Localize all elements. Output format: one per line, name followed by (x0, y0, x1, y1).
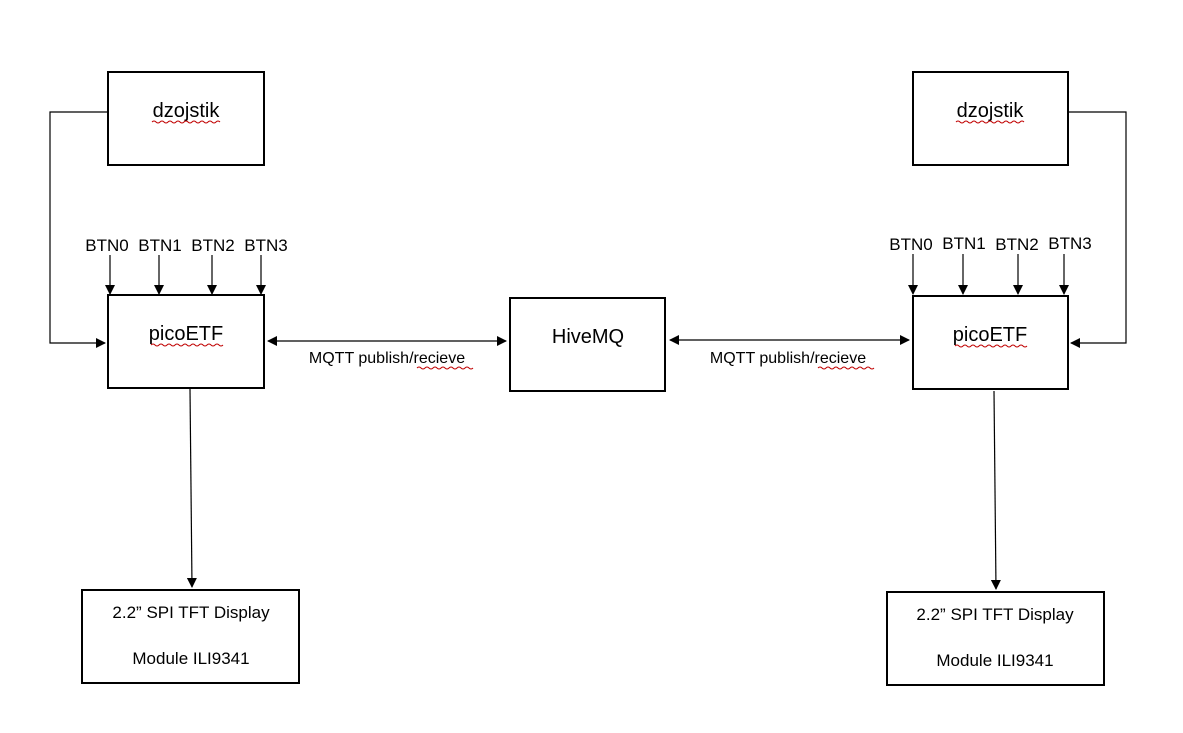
left-btn1-label: BTN1 (138, 236, 181, 255)
left-display-connector (186, 388, 197, 588)
right-btn3-label: BTN3 (1048, 234, 1091, 253)
left-button-arrows (105, 255, 266, 295)
left-display-box: 2.2” SPI TFT Display Module ILI9341 (81, 589, 300, 684)
right-joystick-box: dzojstik (912, 71, 1069, 166)
left-pico-label: picoETF (149, 323, 223, 345)
right-display-connector (990, 390, 1001, 590)
left-pico-box: picoETF (107, 294, 265, 389)
left-btn2-label: BTN2 (191, 236, 234, 255)
right-btn0-label: BTN0 (889, 235, 932, 254)
right-button-labels: BTN0 BTN1 BTN2 BTN3 (889, 234, 1091, 254)
hivemq-box: HiveMQ (509, 297, 666, 392)
right-joystick-label: dzojstik (957, 100, 1025, 122)
right-button-arrows (908, 254, 1069, 295)
left-joystick-box: dzojstik (107, 71, 265, 166)
left-joystick-label: dzojstik (153, 100, 221, 122)
left-joystick-connector (49, 111, 108, 348)
right-display-line2: Module ILI9341 (936, 651, 1053, 670)
left-display-line1: 2.2” SPI TFT Display (112, 603, 270, 622)
right-btn2-label: BTN2 (995, 235, 1038, 254)
left-display-line2: Module ILI9341 (132, 649, 249, 668)
hivemq-label: HiveMQ (552, 326, 624, 348)
left-btn3-label: BTN3 (244, 236, 287, 255)
right-joystick-connector (1068, 111, 1127, 348)
right-btn1-label: BTN1 (942, 234, 985, 253)
right-mqtt-label: MQTT publish/recieve (710, 350, 866, 367)
right-pico-box: picoETF (912, 295, 1069, 390)
right-display-box: 2.2” SPI TFT Display Module ILI9341 (886, 591, 1105, 686)
right-display-line1: 2.2” SPI TFT Display (916, 605, 1074, 624)
left-btn0-label: BTN0 (85, 236, 128, 255)
right-pico-label: picoETF (953, 324, 1027, 346)
left-mqtt-label: MQTT publish/recieve (309, 350, 465, 367)
left-button-labels: BTN0 BTN1 BTN2 BTN3 (85, 236, 287, 255)
